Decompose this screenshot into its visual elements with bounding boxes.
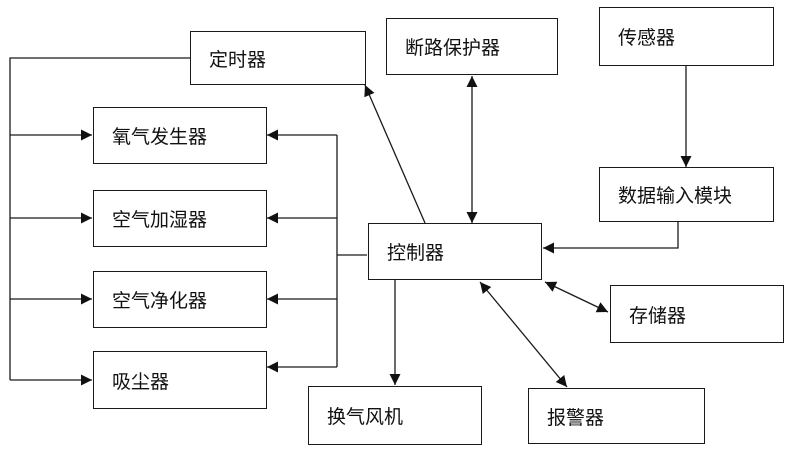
air-humidifier-node: 空气加湿器 [93, 190, 267, 247]
air-purifier-node: 空气净化器 [93, 271, 267, 328]
sensor-node: 传感器 [599, 7, 774, 66]
edge-controller-alarm [480, 282, 567, 387]
alarm-node: 报警器 [528, 388, 705, 444]
data-input-module-node: 数据输入模块 [599, 167, 774, 222]
oxygen-generator-node: 氧气发生器 [93, 107, 267, 164]
edge-datainput-controller [543, 222, 678, 248]
breaker-node: 断路保护器 [386, 18, 558, 75]
timer-node: 定时器 [190, 31, 366, 85]
controller-node: 控制器 [368, 223, 542, 280]
ventilation-fan-node: 换气风机 [308, 386, 482, 445]
storage-node: 存储器 [610, 285, 784, 343]
vacuum-cleaner-node: 吸尘器 [93, 351, 267, 409]
edge-controller-timer [365, 85, 425, 223]
edge-controller-storage [545, 282, 608, 312]
